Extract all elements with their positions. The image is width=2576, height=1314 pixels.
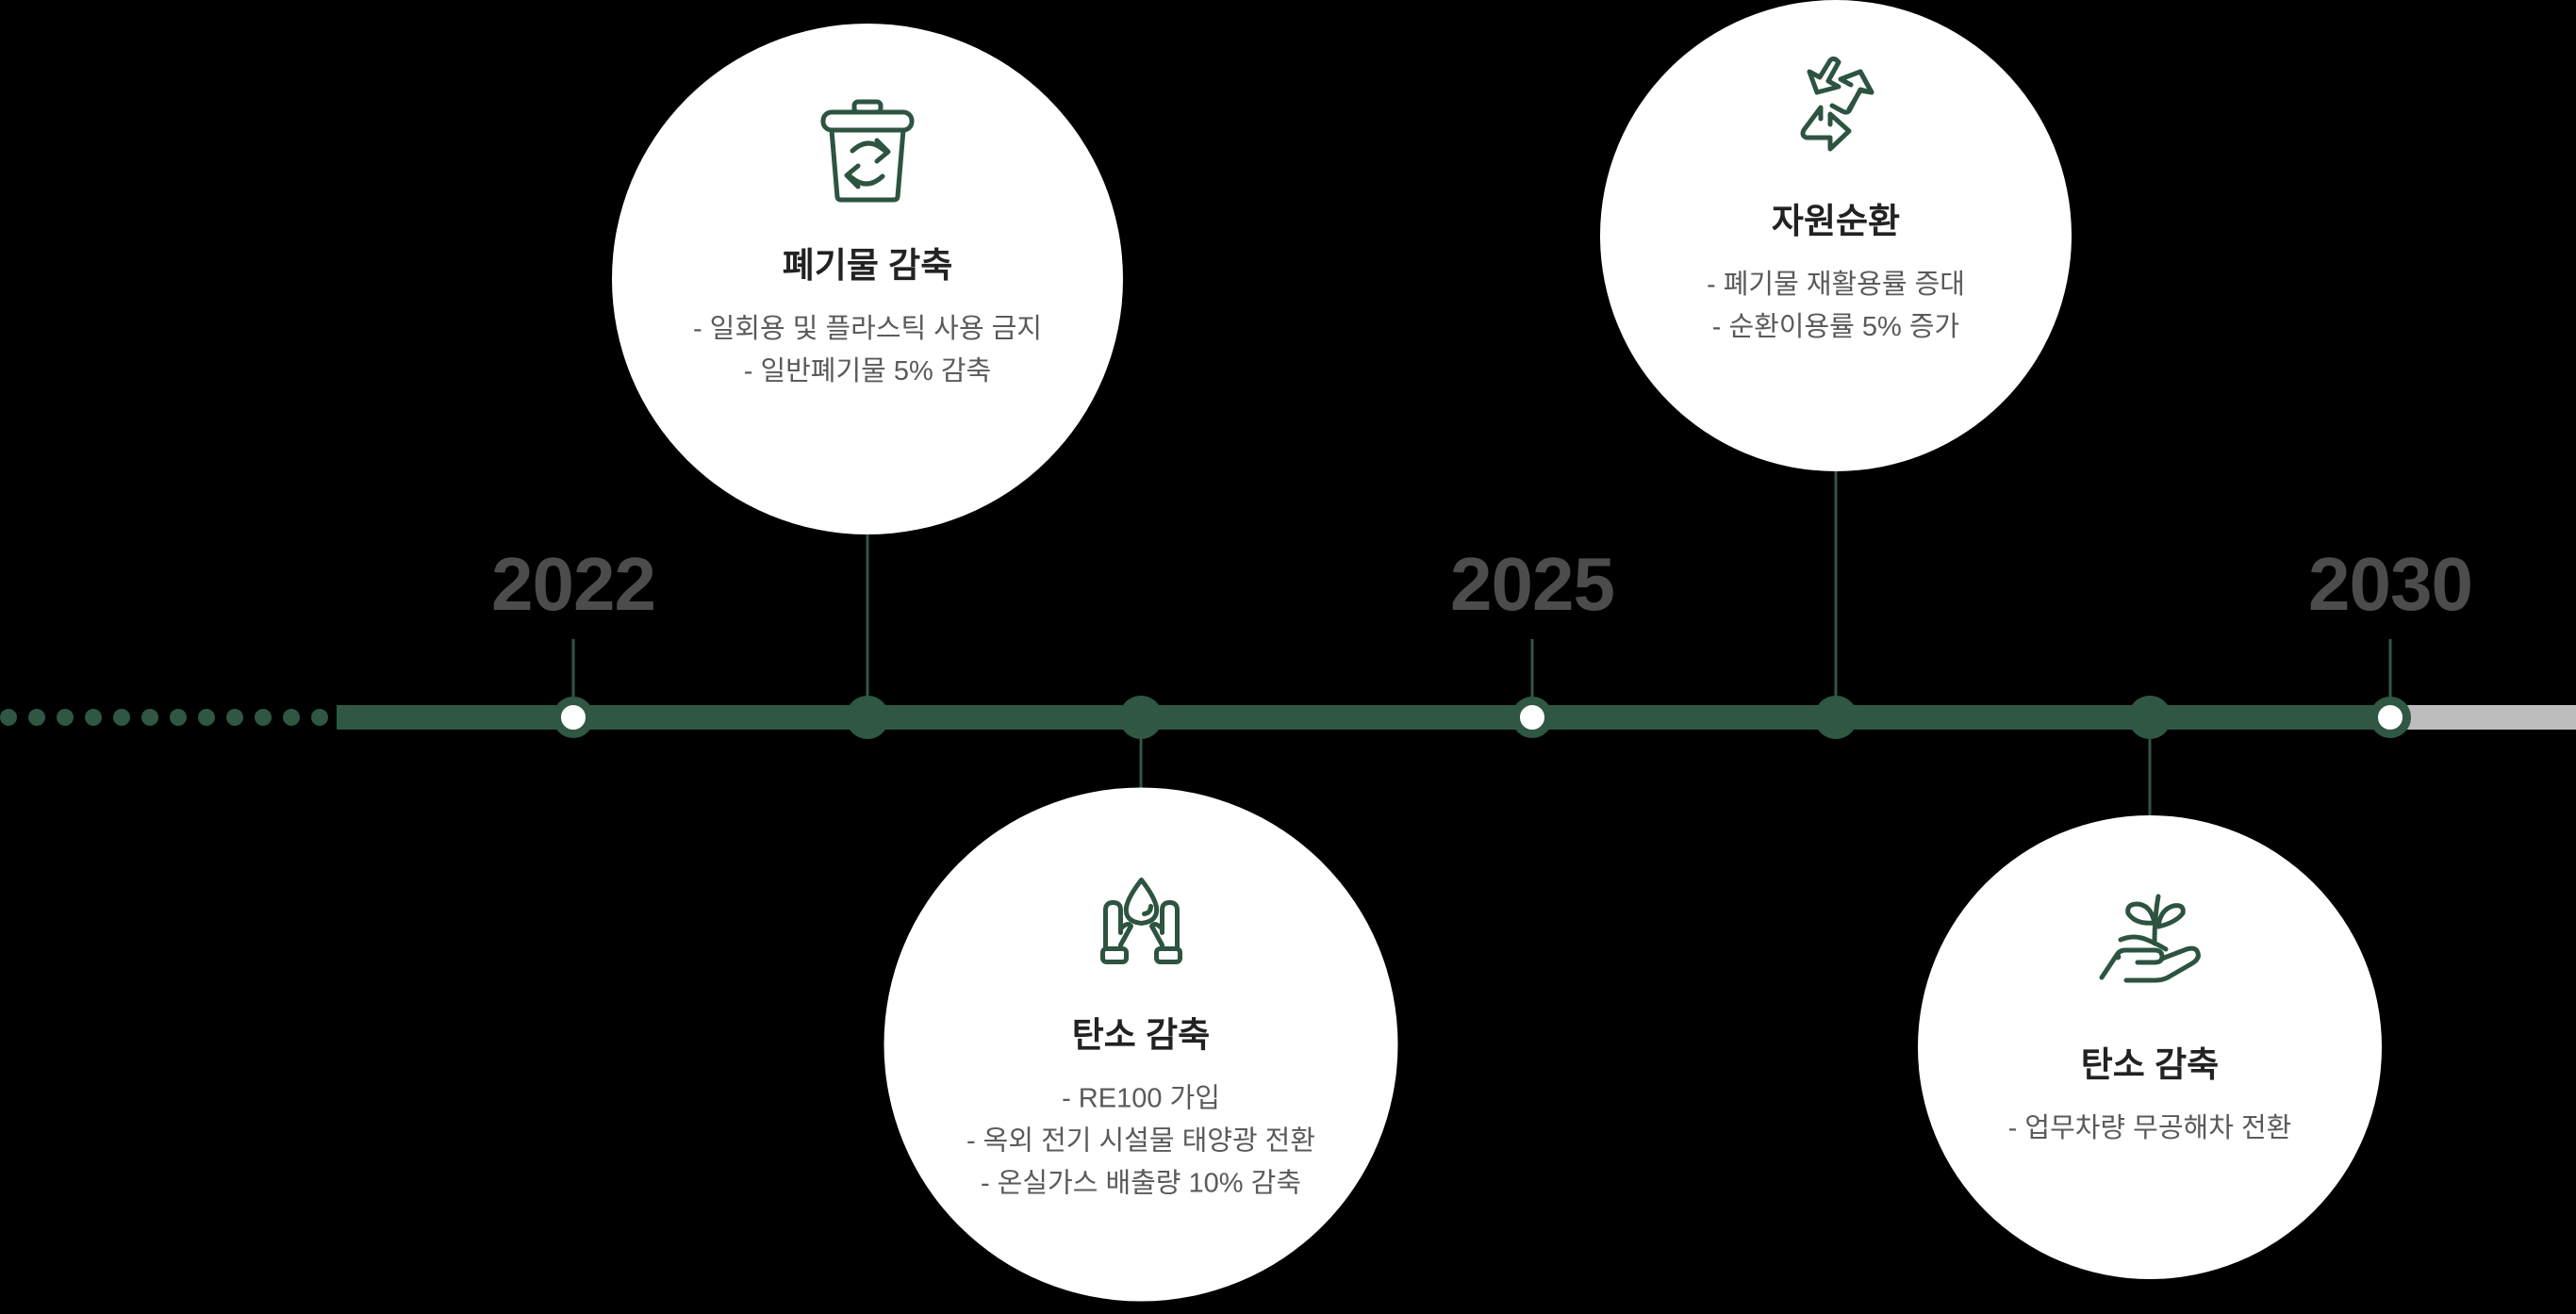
timeline-lead-dot [0,709,17,726]
year-label-2022: 2022 [491,542,656,626]
milestone-detail-list: - RE100 가입 - 옥외 전기 시설물 태양광 전환 - 온실가스 배출량… [966,1078,1315,1206]
milestone-bubble-carbon-reduction-2025[interactable]: 탄소 감축 - RE100 가입 - 옥외 전기 시설물 태양광 전환 - 온실… [883,787,1398,1302]
hand-sprout-icon [2092,885,2207,991]
timeline-lead-dot [85,709,102,726]
milestone-detail-line: - 옥외 전기 시설물 태양광 전환 [966,1125,1316,1157]
year-tick-2030 [2388,639,2392,718]
timeline-lead-dot [113,709,130,726]
milestone-bubble-carbon-reduction-2030[interactable]: 탄소 감축 - 업무차량 무공해차 전환 [1918,815,2382,1279]
milestone-detail-line: - 일회용 및 플라스틱 사용 금지 [692,314,1043,344]
timeline-node-marker[interactable] [1119,696,1163,739]
year-tick-2025 [1530,639,1534,718]
milestone-title: 자원순환 [1771,202,1901,240]
timeline-node-marker[interactable] [846,696,889,739]
timeline-lead-dot [141,709,158,726]
timeline-bar-future [2390,705,2576,730]
timeline-year-marker-2025[interactable] [1511,697,1553,738]
milestone-detail-line: - 업무차량 무공해차 전환 [2007,1113,2292,1143]
timeline-node-marker[interactable] [2128,696,2171,739]
timeline-node-marker[interactable] [1814,696,1858,739]
connector-stem-carbon-2030 [2148,716,2152,818]
timeline-lead-dots [0,705,328,730]
timeline-bar-completed [337,705,2390,730]
milestone-title: 탄소 감축 [2080,1045,2220,1084]
timeline-lead-dot [255,709,272,726]
timeline-lead-dot [283,709,300,726]
timeline-year-marker-2022[interactable] [553,697,594,738]
milestone-detail-line: - 온실가스 배출량 10% 감축 [980,1168,1302,1199]
timeline-lead-dot [198,709,215,726]
milestone-detail-line: - 순환이용률 5% 증가 [1711,311,1960,342]
timeline-lead-dot [226,709,243,726]
connector-stem-carbon-2025 [1139,716,1143,790]
milestone-detail-list: - 일회용 및 플라스틱 사용 금지 - 일반폐기물 5% 감축 [693,308,1042,393]
milestone-bubble-waste-reduction[interactable]: 폐기물 감축 - 일회용 및 플라스틱 사용 금지 - 일반폐기물 5% 감축 [612,24,1123,534]
milestone-bubble-resource-circulation[interactable]: 자원순환 - 폐기물 재활용률 증대 - 순환이용률 5% 증가 [1600,0,2072,471]
trash-recycle-icon [818,99,916,203]
timeline-lead-dot [311,709,328,726]
timeline-year-marker-2030[interactable] [2370,697,2411,738]
timeline-lead-dot [170,709,187,726]
timeline-lead-dot [57,709,74,726]
year-tick-2022 [571,639,575,718]
milestone-title: 폐기물 감축 [782,246,953,285]
connector-stem-resource-circulation [1834,471,1838,718]
milestone-detail-line: - 폐기물 재활용률 증대 [1707,270,1965,300]
milestone-detail-line: - RE100 가입 [1062,1083,1220,1114]
timeline-lead-dot [28,709,45,726]
milestone-detail-line: - 일반폐기물 5% 감축 [743,355,992,386]
recycle-triangle-icon [1787,56,1885,155]
hands-water-drop-icon [1091,875,1191,969]
year-label-2030: 2030 [2308,542,2473,626]
milestone-detail-list: - 업무차량 무공해차 전환 [2008,1108,2292,1150]
year-label-2025: 2025 [1450,542,1615,626]
milestone-detail-list: - 폐기물 재활용률 증대 - 순환이용률 5% 증가 [1707,264,1965,349]
milestone-title: 탄소 감축 [1071,1015,1211,1055]
connector-stem-waste-reduction [866,534,869,718]
